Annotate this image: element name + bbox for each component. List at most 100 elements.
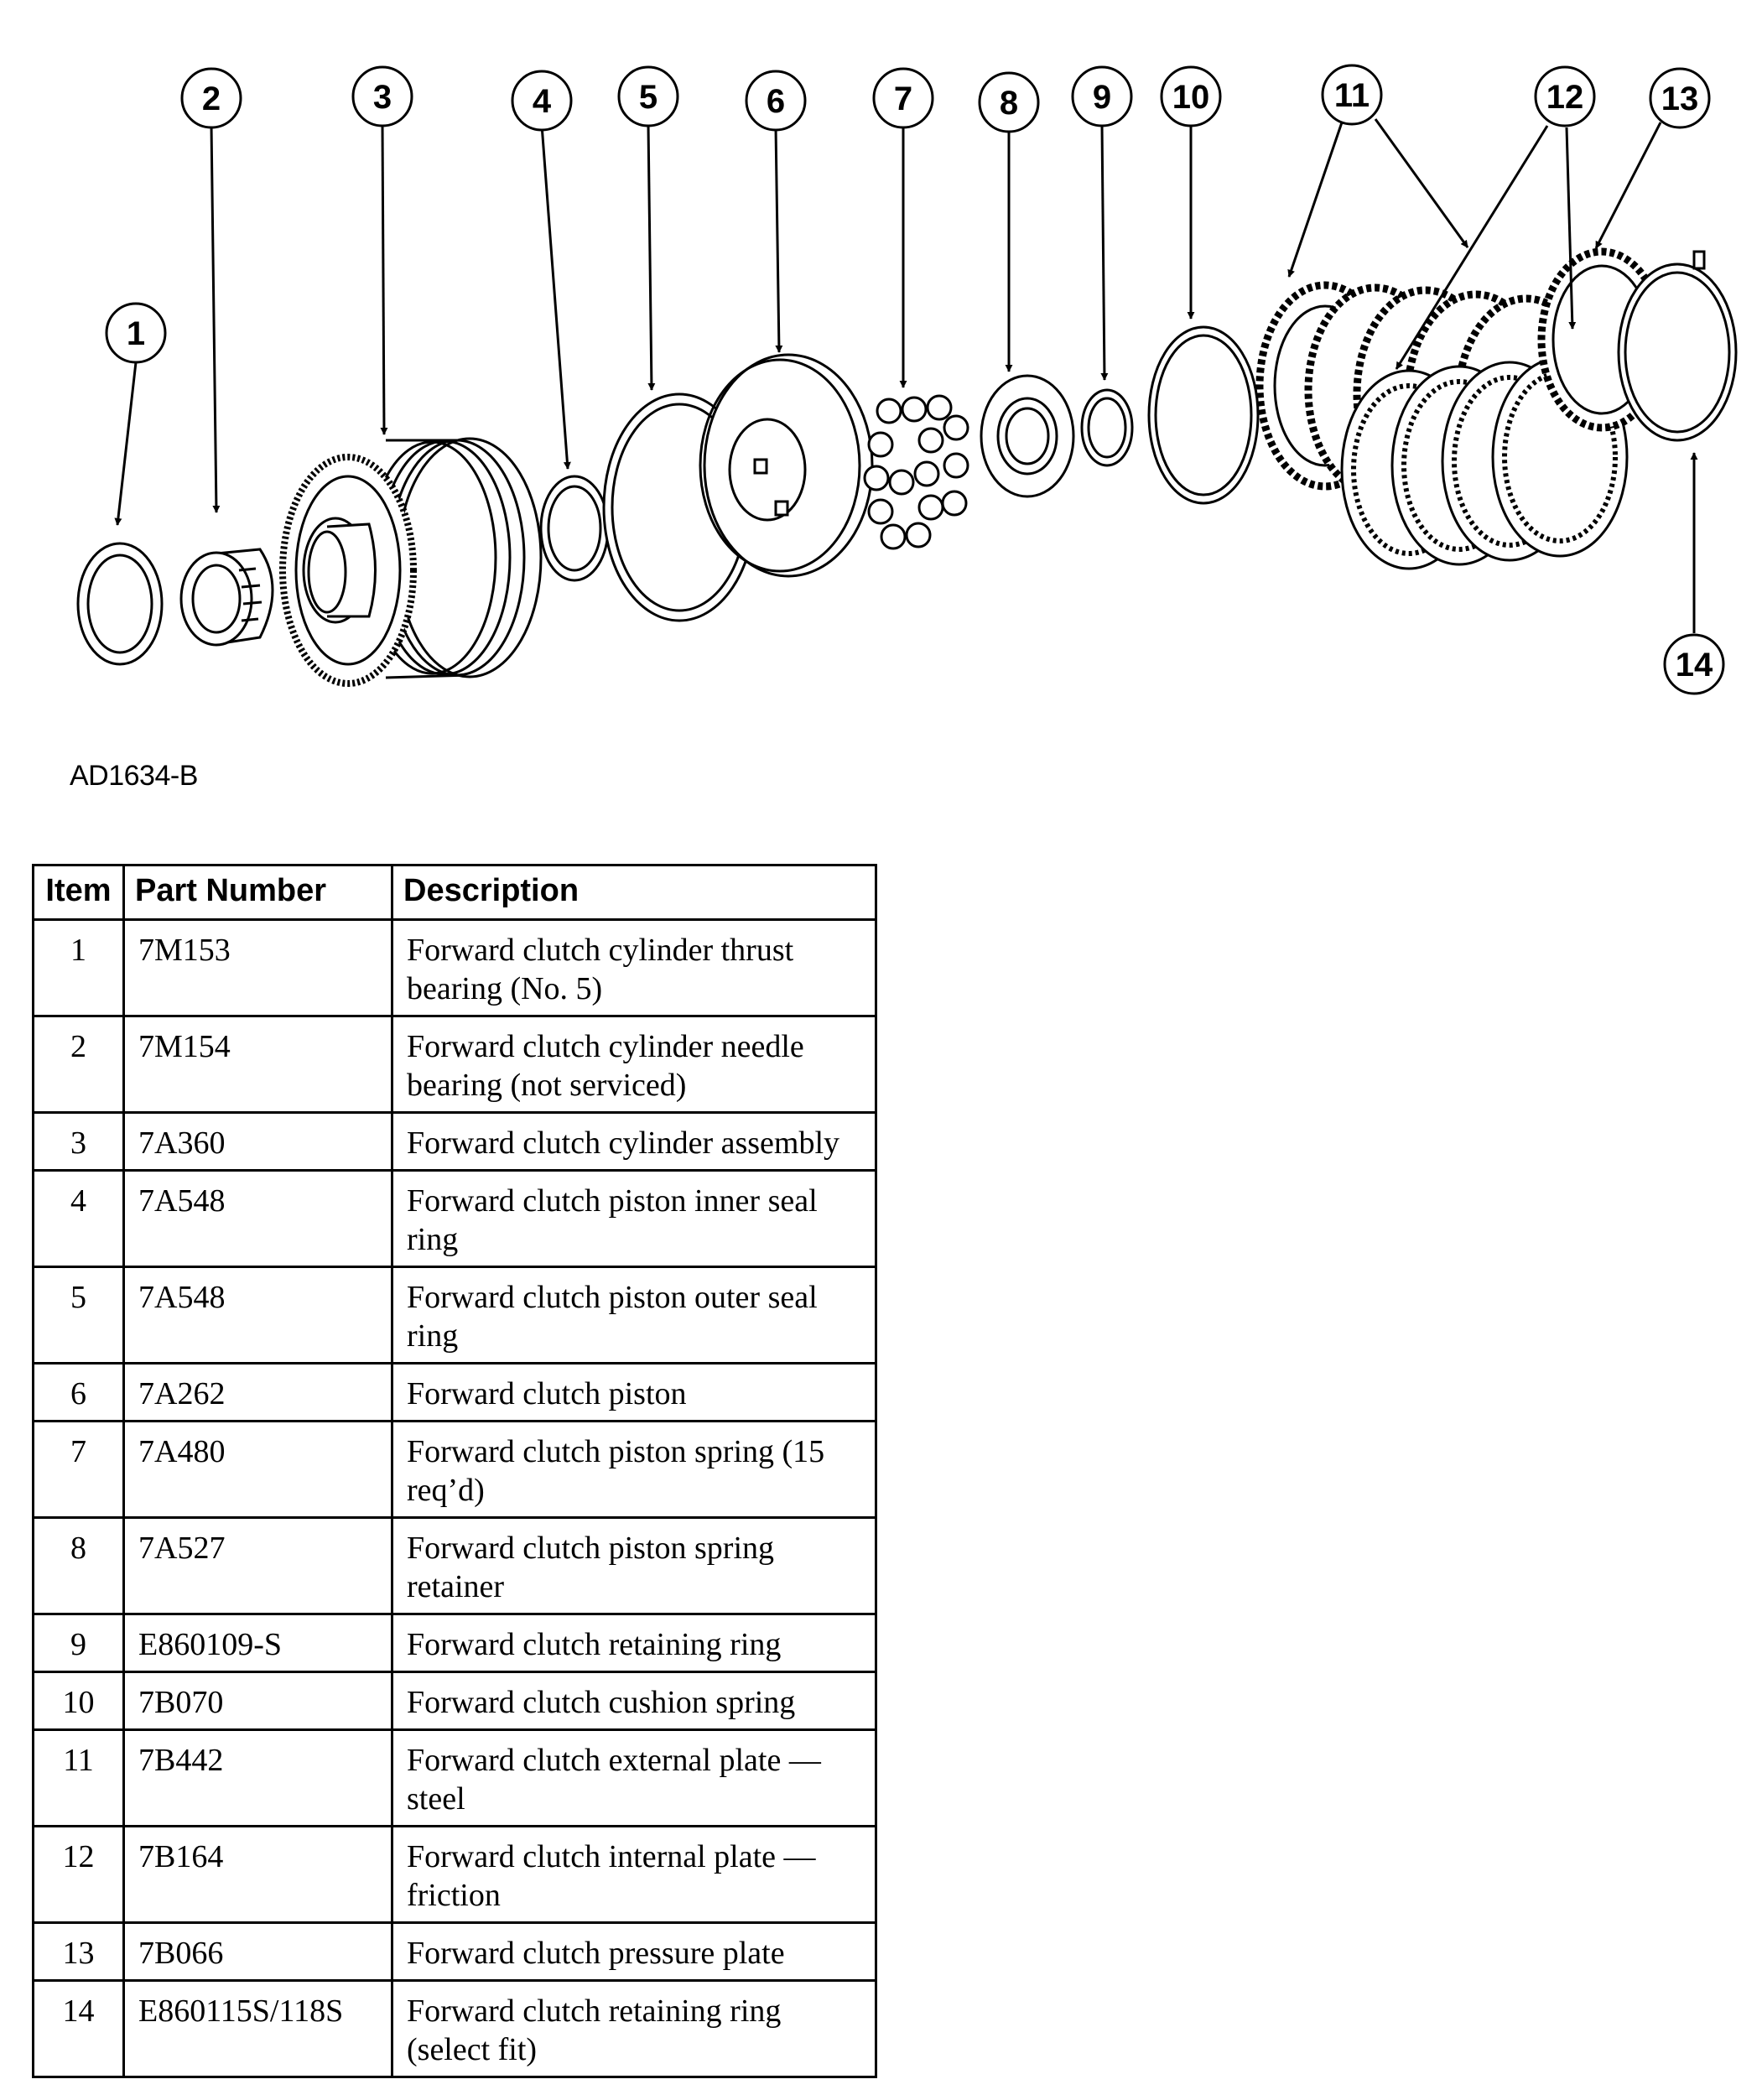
leader-11b [1374,118,1469,248]
callout-11: 11 [1321,64,1383,126]
leader-6 [774,127,783,353]
row-part-number: 7B070 [122,1671,393,1731]
part-8-spring-retainer [980,374,1075,498]
row-item: 2 [32,1015,125,1114]
row-part-number: 7A548 [122,1266,393,1364]
leader-11a [1287,122,1344,278]
leader-1 [114,361,138,526]
leader-5 [647,124,656,391]
row-description: Forward clutch cylinder needle bearing (… [391,1015,877,1114]
callout-2: 2 [180,67,242,129]
row-part-number: 7A360 [122,1111,393,1172]
callout-10-label: 10 [1172,79,1210,116]
callout-1: 1 [105,302,167,364]
leader-9 [1100,124,1109,381]
row-description: Forward clutch internal plate — friction [391,1825,877,1924]
row-item: 4 [32,1169,125,1268]
part-11-12-clutch-pack [1255,281,1629,570]
row-item: 7 [32,1420,125,1519]
callout-11-label: 11 [1334,77,1370,114]
part-14-retaining-ring [1617,250,1738,442]
row-item: 12 [32,1825,125,1924]
row-part-number: E860115S/118S [122,1979,393,2078]
callout-13: 13 [1649,67,1711,129]
exploded-parts-diagram: 1 2 3 4 5 6 7 8 9 10 11 12 13 14 [76,64,1738,695]
part-6-piston [699,353,874,578]
row-description: Forward clutch piston spring retainer [391,1516,877,1615]
callout-14-label: 14 [1676,647,1713,684]
header-item: Item [32,864,125,921]
part-1-thrust-bearing [76,542,164,666]
callout-9-label: 9 [1093,79,1111,116]
row-item: 14 [32,1979,125,2078]
row-item: 11 [32,1728,125,1827]
row-description: Forward clutch pressure plate [391,1921,877,1982]
row-description: Forward clutch retaining ring [391,1613,877,1673]
callout-1-label: 1 [127,315,145,352]
row-item: 1 [32,918,125,1017]
row-item: 10 [32,1671,125,1731]
callout-6: 6 [745,70,807,132]
part-7-piston-springs [863,394,969,550]
row-item: 13 [32,1921,125,1982]
row-description: Forward clutch cylinder assembly [391,1111,877,1172]
row-description: Forward clutch piston inner seal ring [391,1169,877,1268]
callout-6-label: 6 [767,83,785,120]
callout-2-label: 2 [202,81,221,117]
callout-14: 14 [1663,633,1725,695]
part-9-retaining-ring [1080,388,1134,467]
callout-3: 3 [351,65,413,127]
leader-12a [1395,125,1549,370]
leader-3 [380,124,388,435]
row-item: 9 [32,1613,125,1673]
leader-4 [540,124,571,470]
callout-12: 12 [1534,65,1596,127]
row-item: 5 [32,1266,125,1364]
header-part-number: Part Number [122,864,393,921]
callout-9: 9 [1071,65,1133,127]
callout-13-label: 13 [1661,81,1699,117]
callout-8: 8 [978,71,1040,133]
row-description: Forward clutch cushion spring [391,1671,877,1731]
callout-8-label: 8 [1000,85,1018,122]
row-part-number: 7A262 [122,1362,393,1422]
callout-5-label: 5 [639,79,658,116]
callout-7: 7 [872,67,934,129]
callout-4-label: 4 [533,83,552,120]
row-description: Forward clutch external plate — steel [391,1728,877,1827]
part-10-cushion-spring [1147,325,1260,505]
row-part-number: 7A527 [122,1516,393,1615]
leader-12b [1565,127,1577,330]
callout-3-label: 3 [373,79,392,116]
callout-10: 10 [1160,65,1222,127]
part-2-needle-bearing [179,548,274,647]
row-part-number: 7B066 [122,1921,393,1982]
row-part-number: E860109-S [122,1613,393,1673]
row-part-number: 7B164 [122,1825,393,1924]
header-description: Description [391,864,877,921]
leader-2 [210,124,221,513]
callout-5: 5 [617,65,679,127]
figure-id: AD1634-B [70,760,198,792]
row-part-number: 7B442 [122,1728,393,1827]
row-description: Forward clutch piston [391,1362,877,1422]
row-part-number: 7A548 [122,1169,393,1268]
row-description: Forward clutch cylinder thrust bearing (… [391,918,877,1017]
row-item: 8 [32,1516,125,1615]
callout-7-label: 7 [894,81,912,117]
callout-4: 4 [511,70,573,132]
row-description: Forward clutch piston spring (15 req’d) [391,1420,877,1519]
row-description: Forward clutch retaining ring (select fi… [391,1979,877,2078]
